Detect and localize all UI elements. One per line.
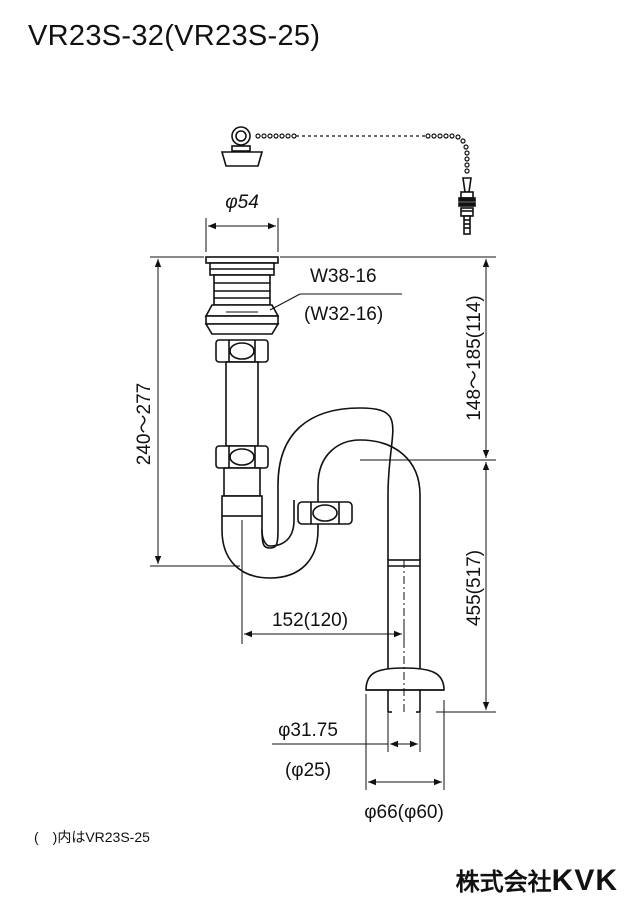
- drain-pipe: [365, 559, 445, 713]
- tailpiece-pipe: [215, 361, 269, 517]
- dim-pipe-diameter-alt: (φ25): [285, 760, 331, 781]
- drain-head: [204, 256, 280, 335]
- dim-upper-height: 148〜185(114): [464, 295, 485, 420]
- page-title: VR23S-32(VR23S-25): [28, 20, 321, 52]
- stopper-chain-assembly: [220, 126, 476, 235]
- chain-anchor-screw: [458, 177, 476, 235]
- dim-thread-alt: (W32-16): [304, 304, 383, 325]
- dim-thread: W38-16: [310, 266, 377, 287]
- chain: [255, 133, 470, 174]
- upper-nut: [215, 339, 269, 363]
- brand-company: 株式会社: [455, 869, 552, 896]
- dim-flange-diameter: φ66(φ60): [364, 802, 444, 823]
- dim-total-height: 240〜277: [134, 383, 155, 465]
- model-note: ( )内はVR23S-25: [34, 829, 150, 845]
- dim-pipe-diameter: φ31.75: [278, 720, 338, 741]
- brand-logo: 株式会社KVK: [456, 862, 618, 898]
- s-trap-body: [221, 407, 421, 579]
- dim-lower-height: 455(517): [464, 550, 485, 626]
- brand-kvk: KVK: [551, 864, 618, 897]
- dimension-lines: [150, 218, 496, 790]
- dim-top-diameter: φ54: [225, 192, 259, 213]
- dim-offset: 152(120): [272, 610, 348, 631]
